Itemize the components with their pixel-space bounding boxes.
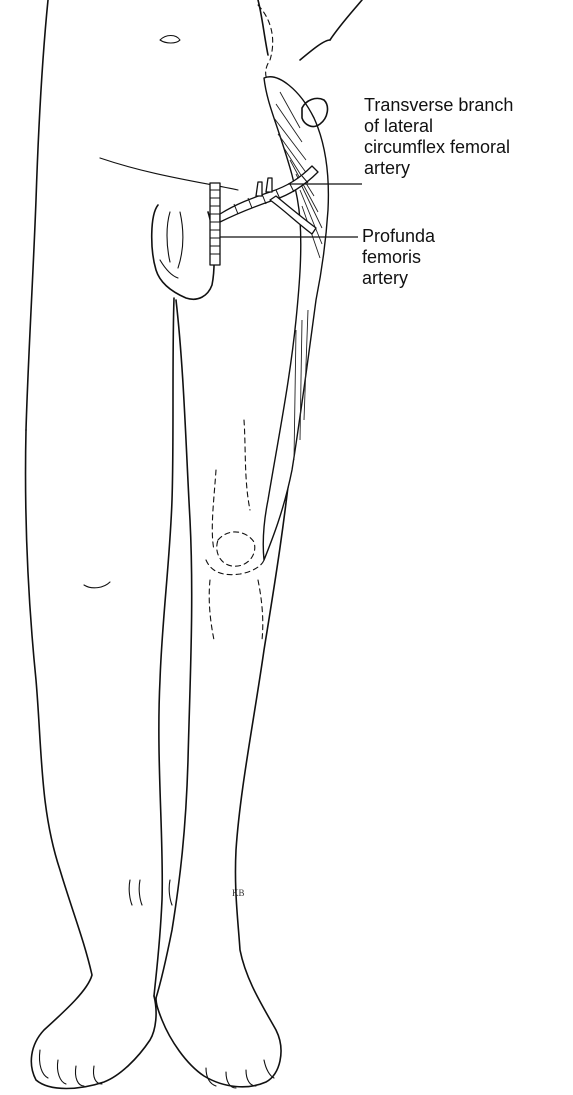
torso: [26, 0, 274, 430]
label-transverse-branch: Transverse branch of lateral circumflex …: [364, 95, 513, 179]
navel: [160, 36, 180, 44]
right-leg: [25, 298, 174, 1089]
knee-joint-outline: [206, 420, 264, 640]
profunda-femoris-artery: [210, 183, 220, 265]
left-leg: [156, 210, 302, 1088]
genital-outline: [152, 205, 214, 299]
artist-initials: KB: [232, 888, 245, 898]
knee-mark: [84, 582, 110, 588]
thigh-muscle: [263, 0, 362, 560]
label-profunda-femoris-artery: Profunda femoris artery: [362, 226, 435, 289]
